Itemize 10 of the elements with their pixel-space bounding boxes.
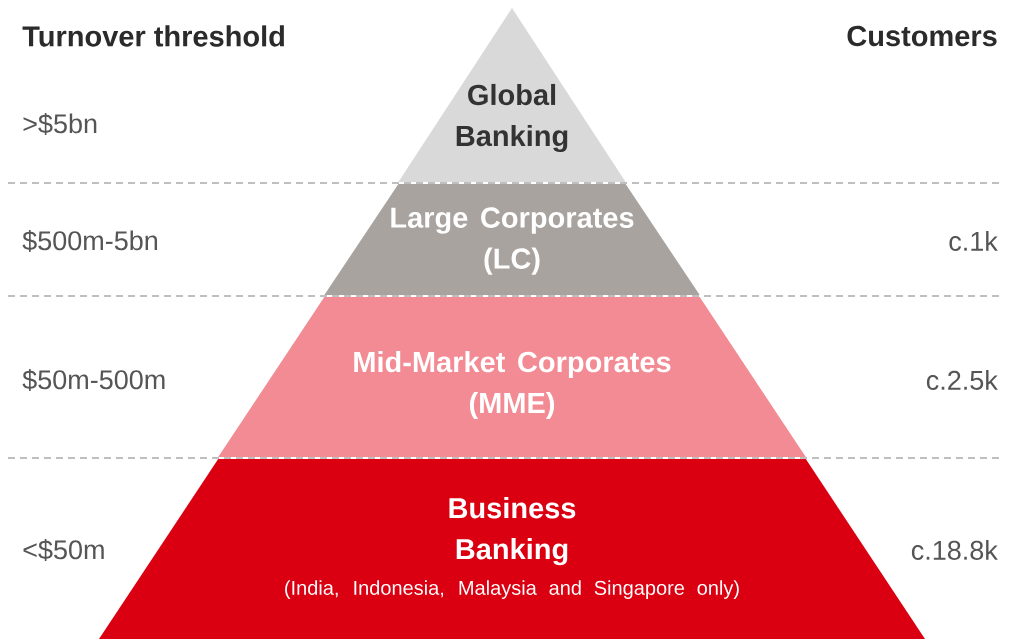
pyramid-band: Global Banking <box>398 8 626 182</box>
row-label: >$5bn <box>23 113 97 135</box>
row-label: $500m-5bn <box>22 230 157 252</box>
column-heading: Customers <box>847 25 997 47</box>
row-label: c.2.5k <box>926 370 998 390</box>
column-heading: Turnover threshold <box>22 25 284 47</box>
pyramid-band: Mid-Market Corporates (MME) <box>218 297 806 457</box>
row-label: $50m-500m <box>22 369 165 391</box>
row-label: c.1k <box>949 231 998 251</box>
pyramid-band: Large Corporates (LC) <box>324 184 700 295</box>
